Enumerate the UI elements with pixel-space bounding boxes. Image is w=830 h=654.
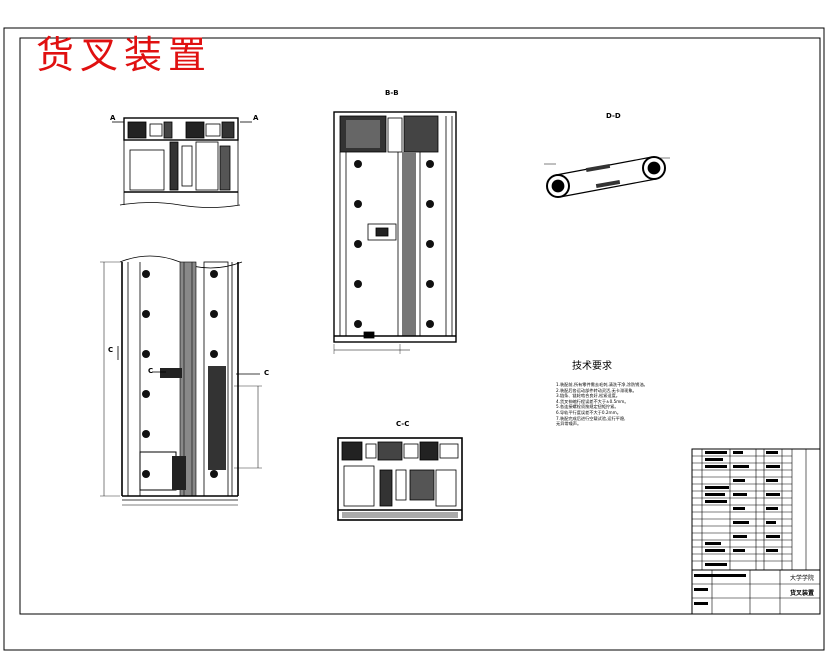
tech-requirements-notes: 1.装配前,所有零件需去毛刺,清洗干净,涂防锈油。 2.装配后各运动部件转动灵活… (556, 382, 696, 427)
tech-note: 1.装配前,所有零件需去毛刺,清洗干净,涂防锈油。 (556, 382, 648, 387)
view-c-c (337, 437, 463, 521)
section-mark-c-left: C (108, 346, 114, 354)
view-front-elevation (100, 255, 262, 506)
section-mark-a-right: A (253, 114, 259, 122)
parts-list-entries (694, 451, 780, 605)
tech-note: 5.各连接螺栓须按规定扭矩拧紧。 (556, 404, 619, 410)
title-block-company: 大学学院 (790, 575, 815, 582)
section-mark-a-left: A (110, 114, 116, 122)
title-block (691, 448, 821, 615)
tech-note: 7.装配完成后进行空载试验,运行平稳, (556, 415, 626, 421)
inner-border (19, 37, 821, 615)
outer-border (3, 27, 825, 651)
section-mark-c-small: C (148, 367, 154, 375)
section-mark-c-right: C (264, 369, 270, 377)
view-label-dd: D-D (606, 112, 621, 120)
title-block-part-name: 货叉装置 (790, 590, 815, 597)
tech-requirements-heading: 技术要求 (572, 361, 612, 372)
view-label-cc: C-C (396, 420, 410, 428)
view-a-section (112, 117, 252, 208)
view-label-bb: B-B (385, 89, 399, 97)
view-b-b (333, 111, 457, 354)
tech-note: 3.链条、链轮啮合良好,松紧适度。 (556, 393, 620, 399)
tech-note: 6.导轨平行度误差不大于0.2mm。 (556, 409, 621, 415)
view-d-d (544, 156, 670, 198)
tech-note: 2.装配后各运动部件转动灵活,无卡滞现象。 (556, 387, 637, 393)
tech-note: 4.货叉伸缩行程误差不大于±0.5mm。 (556, 398, 629, 404)
tech-note: 无异常噪声。 (556, 421, 582, 427)
drawing-title: 货叉装置 (36, 33, 213, 77)
